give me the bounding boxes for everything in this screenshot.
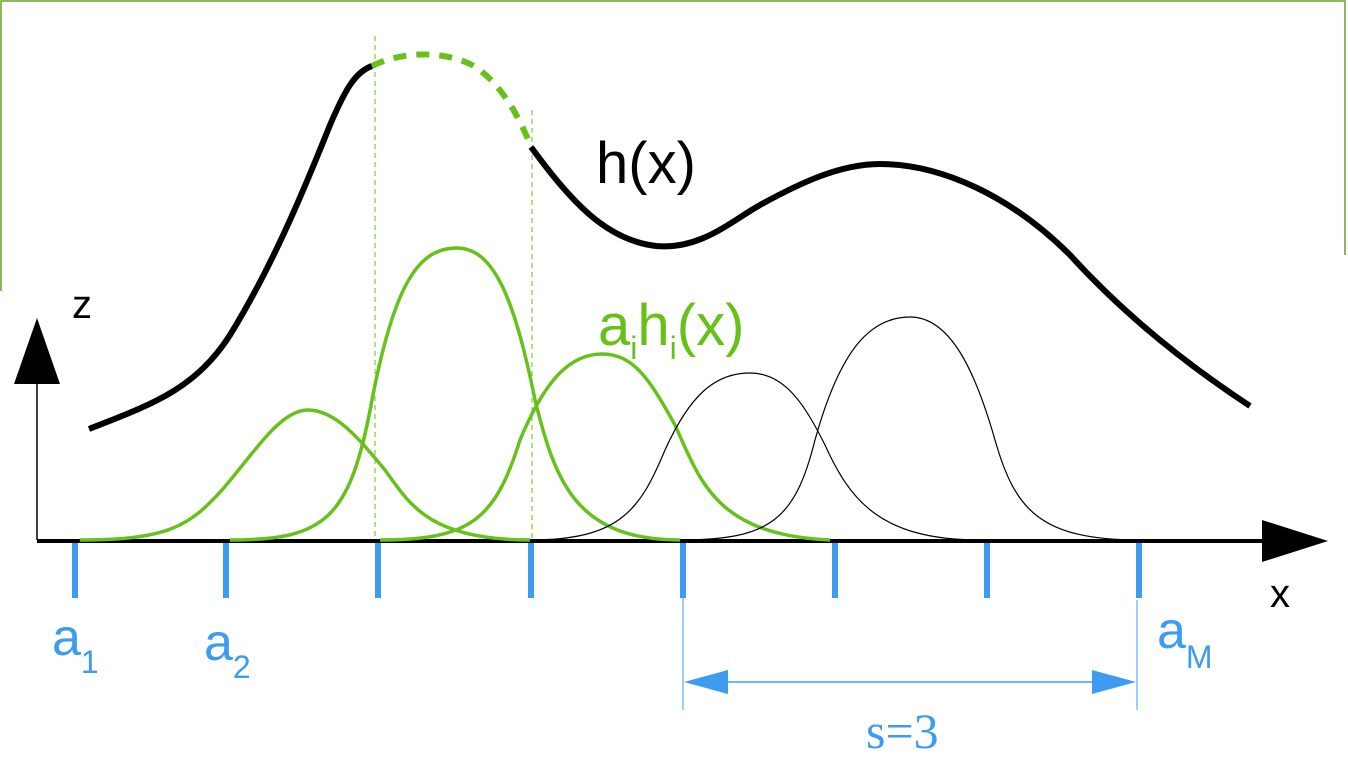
h-curve-left xyxy=(87,63,374,432)
ai-label-a: a xyxy=(598,293,631,358)
basis-curve-5 xyxy=(679,316,1141,541)
basis-curve-4 xyxy=(529,372,981,541)
ai-label-sub-i2: i xyxy=(670,330,677,366)
z-axis-label: z xyxy=(72,283,92,327)
a2-label: a2 xyxy=(204,614,251,685)
a1-subscript: 1 xyxy=(81,644,99,680)
a2-subscript: 2 xyxy=(233,649,251,685)
basis-curve-2 xyxy=(229,246,681,542)
a2-letter: a xyxy=(204,614,233,672)
frame-border xyxy=(0,0,1346,291)
a1-letter: a xyxy=(52,609,81,667)
h-label: h(x) xyxy=(596,131,696,196)
x-axis-label: x xyxy=(1270,572,1290,616)
x-axis-arrowhead xyxy=(1262,520,1328,562)
z-axis-arrowhead xyxy=(14,318,60,384)
aM-subscript: M xyxy=(1186,639,1213,675)
span-label: s=3 xyxy=(866,703,939,759)
a1-label: a1 xyxy=(52,609,99,680)
aM-label: aM xyxy=(1157,602,1213,675)
ai-label-x: (x) xyxy=(677,293,745,358)
h-curve-right xyxy=(528,145,1252,409)
basis-curve-3 xyxy=(379,352,831,542)
span-arrow-right xyxy=(1092,670,1136,694)
ai-label-h: h xyxy=(637,293,669,358)
span-arrow-left xyxy=(684,670,728,694)
aM-letter: a xyxy=(1157,602,1186,660)
h-curve-highlight xyxy=(370,51,534,149)
basis-curve-1 xyxy=(79,408,531,542)
ai-label-sub-i1: i xyxy=(630,330,637,366)
ai-hi-label: aihi(x) xyxy=(598,293,744,366)
